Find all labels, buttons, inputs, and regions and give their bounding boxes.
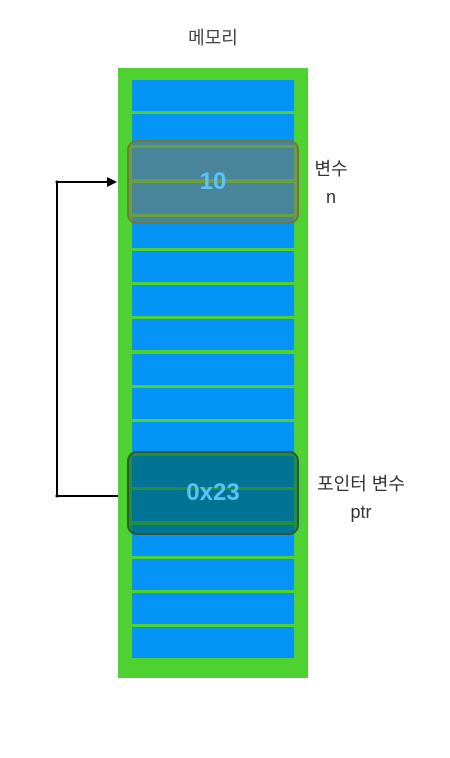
memory-cell — [132, 627, 294, 659]
pointer-arrow-line — [56, 181, 118, 497]
variable-n-label-line1: 변수 — [314, 159, 348, 179]
pointer-ptr-box — [127, 451, 299, 535]
memory-cell — [132, 422, 294, 453]
pointer-ptr-value: 0x23 — [186, 479, 240, 506]
memory-cell — [132, 558, 294, 590]
variable-n-box — [127, 140, 299, 224]
arrowhead-icon — [107, 177, 117, 187]
memory-cell — [132, 285, 294, 317]
memory-cell — [132, 80, 294, 111]
pointer-ptr-label-line1: 포인터 변수 — [317, 474, 405, 494]
variable-n-label: 변수 n — [305, 155, 357, 211]
memory-cell — [132, 593, 294, 624]
memory-cell — [132, 387, 294, 419]
variable-n-value: 10 — [199, 168, 227, 195]
arrow-start-dot — [55, 494, 59, 498]
variable-n-label-line2: n — [325, 187, 336, 207]
arrow-corner-dot — [55, 180, 59, 184]
memory-title: 메모리 — [188, 28, 238, 48]
pointer-ptr-label-line2: ptr — [350, 502, 372, 522]
memory-cell — [132, 319, 294, 351]
memory-cell — [132, 353, 294, 385]
pointer-ptr-label: 포인터 변수 ptr — [308, 470, 414, 526]
memory-cell — [132, 251, 294, 282]
